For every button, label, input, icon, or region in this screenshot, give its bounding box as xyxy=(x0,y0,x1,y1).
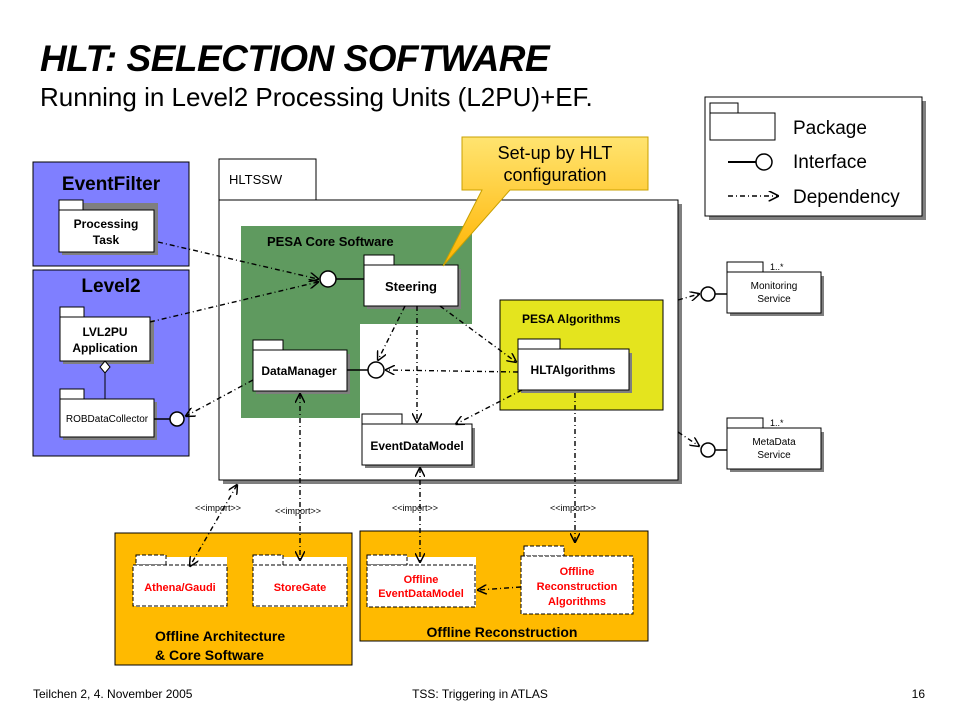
monitoring-line1: Monitoring xyxy=(751,281,798,292)
pesa-algorithms-label: PESA Algorithms xyxy=(522,312,621,326)
footer-center: TSS: Triggering in ATLAS xyxy=(412,687,548,701)
offline-arch-label-line1: Offline Architecture xyxy=(155,628,285,644)
steering-label: Steering xyxy=(385,279,437,294)
hltssw-to-metadata-dependency xyxy=(677,431,699,446)
offline-alg-line3: Algorithms xyxy=(548,596,606,608)
legend: Package Interface Dependency xyxy=(704,96,926,220)
import-label-3: <<import>> xyxy=(392,503,438,513)
legend-dependency: Dependency xyxy=(793,187,900,208)
hltssw-athena-import xyxy=(190,485,237,566)
eventdatamodel-package: EventDataModel xyxy=(361,413,475,468)
level2-title: Level2 xyxy=(81,276,140,297)
offline-alg-line2: Reconstruction xyxy=(537,581,618,593)
legend-package: Package xyxy=(793,118,867,139)
level2-package: Level2 LVL2PU Application ROBDataCollect… xyxy=(32,269,190,457)
package-icon xyxy=(709,102,739,114)
callout-line1: Set-up by HLT xyxy=(498,143,613,163)
rob-interface-icon xyxy=(169,411,185,427)
legend-interface: Interface xyxy=(793,152,867,173)
monitoring-service-package: 1..* Monitoring Service xyxy=(700,261,824,316)
datamanager-label: DataManager xyxy=(261,364,337,378)
lvl2pu-line2: Application xyxy=(72,341,137,355)
steering-to-datamanager-dependency xyxy=(378,305,406,360)
dependency-arrows xyxy=(149,241,699,590)
offline-architecture-package: Athena/Gaudi StoreGate Offline Architect… xyxy=(114,532,353,666)
import-label-1: <<import>> xyxy=(195,503,241,513)
metadata-interface-icon xyxy=(700,442,716,458)
robdatacollector-label: ROBDataCollector xyxy=(66,414,149,425)
offline-edm-line2: EventDataModel xyxy=(378,588,464,600)
processing-task-line2: Task xyxy=(93,233,120,247)
offline-arch-label-line2: & Core Software xyxy=(155,647,264,663)
hltalgorithms-label: HLTAlgorithms xyxy=(531,363,616,377)
task-to-steering-dependency xyxy=(157,241,318,279)
processing-task-package xyxy=(58,209,155,253)
metadata-line1: MetaData xyxy=(752,437,796,448)
import-label-4: <<import>> xyxy=(550,503,596,513)
hltalg-to-edm-dependency xyxy=(456,389,523,424)
pesa-core-label: PESA Core Software xyxy=(267,234,394,249)
metadata-multiplicity: 1..* xyxy=(770,418,784,428)
lvl2pu-application-package xyxy=(59,316,151,362)
steering-to-hltalg-dependency xyxy=(439,305,516,362)
storegate-label: StoreGate xyxy=(274,582,327,594)
hltalgorithms-package: HLTAlgorithms xyxy=(517,338,632,393)
monitoring-interface-icon xyxy=(700,286,716,302)
athena-gaudi-label: Athena/Gaudi xyxy=(144,582,216,594)
offline-reconstruction-package: Offline EventDataModel Offline Reconstru… xyxy=(359,530,649,642)
hltssw-tab-label: HLTSSW xyxy=(229,172,283,187)
datamanager-package: DataManager xyxy=(252,339,350,394)
lvl2pu-line1: LVL2PU xyxy=(82,325,127,339)
datamanager-to-rob-dependency xyxy=(186,379,254,416)
eventfilter-title: EventFilter xyxy=(62,174,161,195)
page-subtitle: Running in Level2 Processing Units (L2PU… xyxy=(40,82,593,112)
lvl2pu-to-steering-dependency xyxy=(149,282,318,323)
eventfilter-package: EventFilter Processing Task xyxy=(32,161,190,267)
footer-left: Teilchen 2, 4. November 2005 xyxy=(33,687,193,701)
hltalg-to-datamanager-dependency xyxy=(386,370,519,372)
setup-callout: Set-up by HLT configuration xyxy=(442,136,649,267)
offline-edm-line1: Offline xyxy=(404,574,439,586)
robdatacollector-package xyxy=(59,398,155,438)
processing-task-line1: Processing xyxy=(74,217,139,231)
page-title: HLT: SELECTION SOFTWARE xyxy=(40,38,550,79)
import-label-2: <<import>> xyxy=(275,506,321,516)
composition-diamond-icon xyxy=(99,360,111,374)
monitoring-multiplicity: 1..* xyxy=(770,262,784,272)
offline-reco-label: Offline Reconstruction xyxy=(427,624,578,640)
metadata-service-package: 1..* MetaData Service xyxy=(700,417,824,472)
footer-page-number: 16 xyxy=(911,687,925,701)
hltssw-to-monitoring-dependency xyxy=(677,294,699,300)
offline-alg-line1: Offline xyxy=(560,566,595,578)
steering-interface-icon xyxy=(319,270,337,288)
steering-package: Steering xyxy=(363,254,461,309)
eventdatamodel-label: EventDataModel xyxy=(370,439,463,453)
callout-line2: configuration xyxy=(503,165,606,185)
monitoring-line2: Service xyxy=(757,294,791,305)
interface-icon xyxy=(755,153,773,171)
metadata-line2: Service xyxy=(757,450,791,461)
datamanager-interface-icon xyxy=(367,361,385,379)
